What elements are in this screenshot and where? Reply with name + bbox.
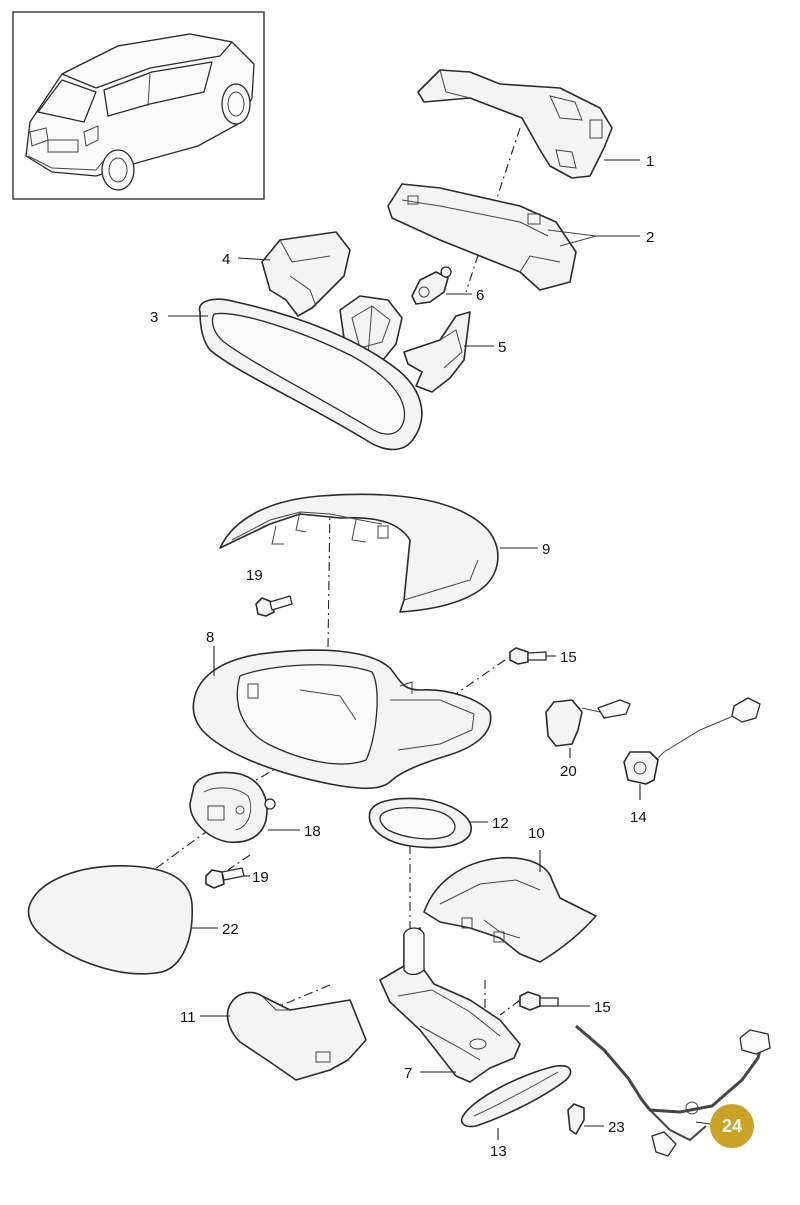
callout-8: 8 [206,629,214,646]
part-7-mirror-base [379,927,521,1083]
callout-6: 6 [476,287,484,304]
part-19-screw-lower [205,867,245,889]
part-13-indicator [460,1064,572,1128]
callout-19-upper: 19 [246,567,263,584]
callout-1: 1 [646,153,654,170]
callout-18: 18 [304,823,321,840]
callout-20: 20 [560,763,577,780]
part-8-mirror-housing [192,649,492,790]
callout-15-lower: 15 [594,999,611,1016]
callout-12: 12 [492,815,509,832]
callout-19-lower: 19 [252,869,269,886]
callout-7: 7 [404,1065,412,1082]
callout-15-upper: 15 [560,649,577,666]
part-4-base-housing [261,231,351,317]
leader-lines [168,159,711,1140]
part-15-screw-upper [509,647,547,665]
callout-4: 4 [222,251,230,268]
callout-23: 23 [608,1119,625,1136]
vehicle-overview-inset [12,11,265,200]
part-1-mounting-bracket [417,69,613,179]
part-10-lower-cover [423,856,597,963]
callout-9: 9 [542,541,550,558]
callout-2: 2 [646,229,654,246]
part-22-mirror-glass [27,865,193,975]
part-11-lower-trim [226,991,367,1081]
part-14-camera [623,697,761,785]
part-6-connector [411,266,452,305]
part-15-screw-lower [519,991,559,1011]
part-19-screw-upper [255,595,293,617]
part-5-clamp [403,311,471,393]
callout-5: 5 [498,339,506,356]
callout-13: 13 [490,1143,507,1160]
part-12-seal [368,797,472,849]
callout-24: 24 [722,1116,742,1136]
highlight-badge [710,1104,754,1148]
vehicle-suv-rear-icon [25,33,255,191]
part-18-actuator [189,771,276,844]
part-24-wiring-harness [575,1024,771,1157]
callout-labels: 1 2 3 4 5 6 7 8 9 10 11 12 13 14 15 15 1… [150,153,654,1160]
callout-3: 3 [150,309,158,326]
callout-14: 14 [630,809,647,826]
part-20-heater-plug [545,699,631,747]
part-3-frame-ring [198,298,423,451]
part-2-base-cover [387,183,597,291]
highlight-callout-24: 24 [710,1104,754,1148]
callout-11: 11 [180,1009,196,1026]
callout-22: 22 [222,921,239,938]
part-9-mirror-cap [219,493,499,613]
part-23-screw [567,1103,585,1135]
callout-10: 10 [528,825,545,842]
